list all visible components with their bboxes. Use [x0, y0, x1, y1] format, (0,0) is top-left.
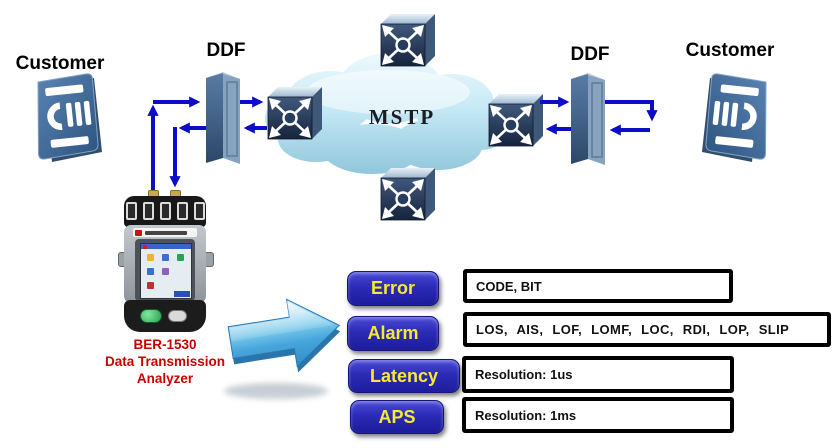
aps-detail-box: Resolution: 1ms	[462, 397, 734, 433]
customer-right-label: Customer	[685, 40, 775, 61]
analyzer-caption: BER-1530 Data Transmission Analyzer	[90, 336, 240, 387]
ddf-icon-right	[570, 72, 606, 166]
customer-icon-left	[38, 74, 102, 162]
analyzer-type-line2: Analyzer	[136, 371, 194, 386]
ddf-left-label: DDF	[206, 40, 246, 61]
alarm-detail-box: LOS, AIS, LOF, LOMF, LOC, RDI, LOP, SLIP	[463, 312, 831, 347]
device-port-panel	[124, 196, 206, 227]
device-screen	[140, 243, 192, 299]
switch-icon-top	[379, 12, 437, 68]
latency-detail-box: Resolution: 1us	[462, 356, 734, 393]
ddf-right-label: DDF	[570, 44, 610, 65]
latency-button[interactable]: Latency	[348, 359, 460, 393]
big-arrow-icon	[224, 298, 341, 399]
error-button[interactable]: Error	[347, 271, 439, 306]
error-detail-box: CODE, BIT	[463, 269, 733, 303]
analyzer-device-icon	[118, 190, 214, 332]
customer-left-label: Customer	[15, 53, 105, 74]
analyzer-type-line1: Data Transmission	[104, 354, 226, 369]
device-function-button	[168, 310, 187, 322]
connection-arrows	[147, 96, 658, 197]
mstp-cloud-label: MSTP	[368, 105, 436, 129]
switch-icon-bottom	[379, 166, 437, 222]
aps-button[interactable]: APS	[350, 400, 444, 434]
ddf-icon-left	[205, 71, 241, 165]
device-keypad	[124, 300, 206, 332]
analyzer-model: BER-1530	[133, 337, 197, 352]
customer-icon-right	[702, 74, 766, 162]
switch-icon-right	[487, 92, 545, 148]
switch-icon-left	[266, 85, 324, 141]
device-body	[124, 225, 206, 303]
device-power-button	[140, 309, 162, 323]
alarm-button[interactable]: Alarm	[347, 316, 439, 351]
